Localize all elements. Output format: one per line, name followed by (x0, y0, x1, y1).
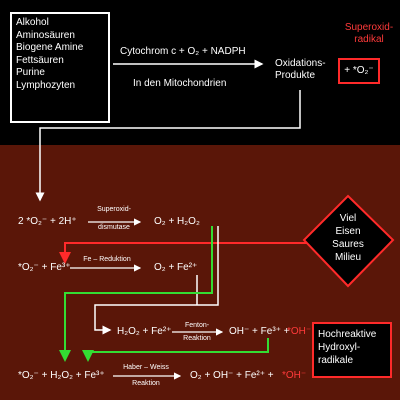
r4-hydroxyl-radical: *OH⁻ (282, 370, 307, 381)
condition-line: Milieu (334, 252, 362, 263)
feed-arrow (35, 90, 301, 202)
source-item: Lymphozyten (16, 79, 76, 91)
source-item: Purine (16, 67, 45, 78)
r4-reactants: *O₂⁻ + H₂O₂ + Fe³⁺ (18, 370, 105, 381)
superoxid-box (338, 58, 380, 84)
r1-enzyme: Superoxid- (97, 206, 131, 213)
top-reaction-label: Cytochrom c + O₂ + NADPH (120, 46, 246, 57)
source-item: Biogene Amine (16, 42, 84, 53)
hydroxyl-line: Hochreaktive (318, 329, 377, 340)
condition-line: Viel (339, 213, 357, 224)
green-arrow-left (59, 226, 213, 362)
r4-label: Reaktion (132, 380, 160, 387)
sources-box (10, 12, 110, 123)
r1-reactants: 2 *O₂⁻ + 2H⁺ (18, 216, 77, 227)
r4-products: O₂ + OH⁻ + Fe²⁺ + (190, 370, 274, 381)
superoxid-title-1: Superoxid- (344, 22, 394, 33)
hydroxyl-box (312, 322, 392, 378)
hydroxyl-line: radikale (318, 355, 354, 366)
r4-label: Haber – Weiss (123, 364, 169, 371)
r2-products: O₂ + Fe²⁺ (154, 262, 198, 273)
products-label-1: Oxidations- (275, 58, 326, 69)
r3-products: OH⁻ + Fe³⁺ + (229, 326, 290, 337)
r1-enzyme: dismutase (98, 224, 130, 231)
conditions-diamond (302, 194, 395, 288)
source-item: Aminosäuren (16, 29, 75, 41)
sources-list: Alkohol Aminosäuren Biogene Amine Fettsä… (16, 17, 83, 92)
r3-label: Fenton- (184, 322, 210, 329)
hydroxyl-line: Hydroxyl- (318, 342, 361, 353)
condition-line: Eisen (335, 226, 361, 237)
top-reaction-location: In den Mitochondrien (133, 78, 227, 89)
r1-products: O₂ + H₂O₂ (154, 216, 200, 227)
r3-reactants: H₂O₂ + Fe²⁺ (117, 326, 172, 337)
mitochondria-section (0, 0, 400, 145)
products-label-2: Produkte (275, 70, 316, 81)
superoxid-formula: + *O₂⁻ (344, 65, 374, 76)
r3-hydroxyl-radical: *OH⁻ (287, 326, 312, 337)
h2o2-to-fenton-arrow (94, 226, 219, 335)
r2-label: Fe – Reduktion (83, 256, 131, 263)
r2-reactants: *O₂⁻ + Fe³⁺ (18, 262, 71, 273)
superoxid-title-2: radikal (354, 34, 384, 45)
condition-line: Saures (332, 239, 364, 250)
source-item: Alkohol (16, 17, 49, 28)
red-feedback-arrow (59, 242, 310, 264)
green-arrow-right (82, 338, 269, 362)
r3-label: Reaktion (183, 335, 211, 342)
source-item: Fettsäuren (16, 54, 64, 66)
